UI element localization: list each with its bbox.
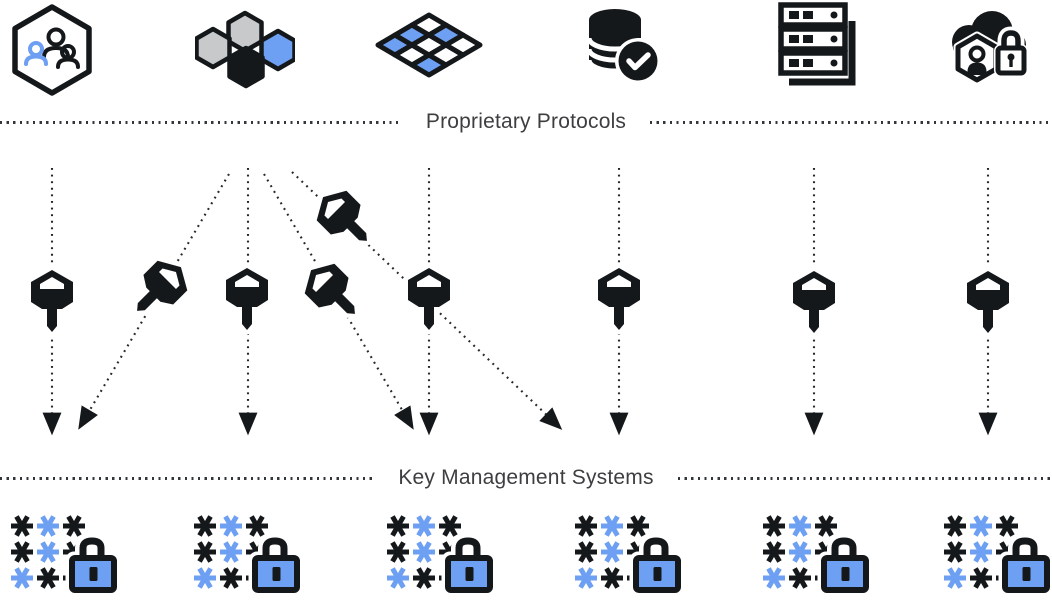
- asterisk-glyph: [970, 567, 992, 589]
- asterisk-glyph: [575, 541, 597, 563]
- hexagon-cluster-icon: [194, 5, 297, 94]
- asterisk-glyph: [970, 541, 992, 563]
- tile-matrix-icon: [373, 9, 485, 86]
- key-icon: [296, 255, 370, 329]
- asterisk-glyph: [789, 515, 811, 537]
- dotted-arrow: [78, 173, 230, 430]
- asterisk-glyph: [63, 515, 85, 537]
- password-lock-group: [760, 512, 873, 597]
- asterisk-glyph: [944, 515, 966, 537]
- dotted-rule: [0, 120, 402, 124]
- asterisk-glyph: [11, 567, 33, 589]
- asterisk-glyph: [246, 515, 268, 537]
- asterisk-glyph: [387, 541, 409, 563]
- dotted-arrow: [263, 173, 414, 430]
- asterisk-glyph: [601, 515, 623, 537]
- dotted-arrow: [291, 171, 563, 430]
- asterisk-glyph: [11, 541, 33, 563]
- padlock-icon: [441, 532, 497, 597]
- dotted-rule: [677, 476, 1052, 480]
- asterisk-glyph: [575, 515, 597, 537]
- asterisk-glyph: [387, 515, 409, 537]
- key-icon: [408, 268, 450, 330]
- asterisk-glyph: [789, 567, 811, 589]
- password-lock-group: [191, 512, 304, 597]
- asterisk-glyph: [220, 567, 242, 589]
- padlock-icon: [65, 532, 121, 597]
- key-management-label: Key Management Systems: [398, 466, 654, 489]
- asterisk-glyph: [763, 515, 785, 537]
- password-lock-group: [8, 512, 121, 597]
- asterisk-glyph: [789, 541, 811, 563]
- asterisk-glyph: [194, 541, 216, 563]
- padlock-icon: [998, 532, 1052, 597]
- cloud-identity-lock-icon: [940, 0, 1032, 97]
- server-rack-icon: [772, 1, 860, 94]
- asterisk-glyph: [37, 515, 59, 537]
- dotted-rule: [0, 476, 375, 480]
- asterisk-glyph: [763, 567, 785, 589]
- asterisk-glyph: [413, 541, 435, 563]
- database-verified-icon: [578, 1, 666, 98]
- key-icon: [122, 252, 196, 326]
- key-icon: [308, 182, 382, 256]
- asterisk-glyph: [37, 541, 59, 563]
- asterisk-glyph: [996, 515, 1018, 537]
- asterisk-glyph: [763, 541, 785, 563]
- padlock-icon: [248, 532, 304, 597]
- padlock-icon: [817, 532, 873, 597]
- key-icon: [967, 271, 1009, 333]
- asterisk-glyph: [944, 567, 966, 589]
- key-icon: [598, 268, 640, 330]
- key-icon: [793, 271, 835, 333]
- asterisk-glyph: [575, 567, 597, 589]
- asterisk-glyph: [194, 567, 216, 589]
- asterisk-glyph: [220, 515, 242, 537]
- asterisk-glyph: [944, 541, 966, 563]
- password-lock-group: [941, 512, 1052, 597]
- dotted-rule: [650, 120, 1052, 124]
- asterisk-glyph: [439, 515, 461, 537]
- key-icon: [226, 268, 268, 330]
- asterisk-glyph: [413, 515, 435, 537]
- proprietary-protocols-label: Proprietary Protocols: [425, 110, 627, 133]
- asterisk-glyph: [37, 567, 59, 589]
- asterisk-glyph: [601, 541, 623, 563]
- asterisk-glyph: [220, 541, 242, 563]
- asterisk-glyph: [815, 515, 837, 537]
- team-hexagon-icon: [4, 2, 100, 103]
- asterisk-glyph: [970, 515, 992, 537]
- padlock-icon: [629, 532, 685, 597]
- key-icon: [31, 270, 73, 332]
- asterisk-glyph: [194, 515, 216, 537]
- proprietary-protocols-divider: Proprietary Protocols: [0, 105, 1052, 139]
- password-lock-group: [572, 512, 685, 597]
- key-management-divider: Key Management Systems: [0, 461, 1052, 495]
- asterisk-glyph: [387, 567, 409, 589]
- password-lock-group: [384, 512, 497, 597]
- asterisk-glyph: [627, 515, 649, 537]
- asterisk-glyph: [601, 567, 623, 589]
- asterisk-glyph: [413, 567, 435, 589]
- asterisk-glyph: [11, 515, 33, 537]
